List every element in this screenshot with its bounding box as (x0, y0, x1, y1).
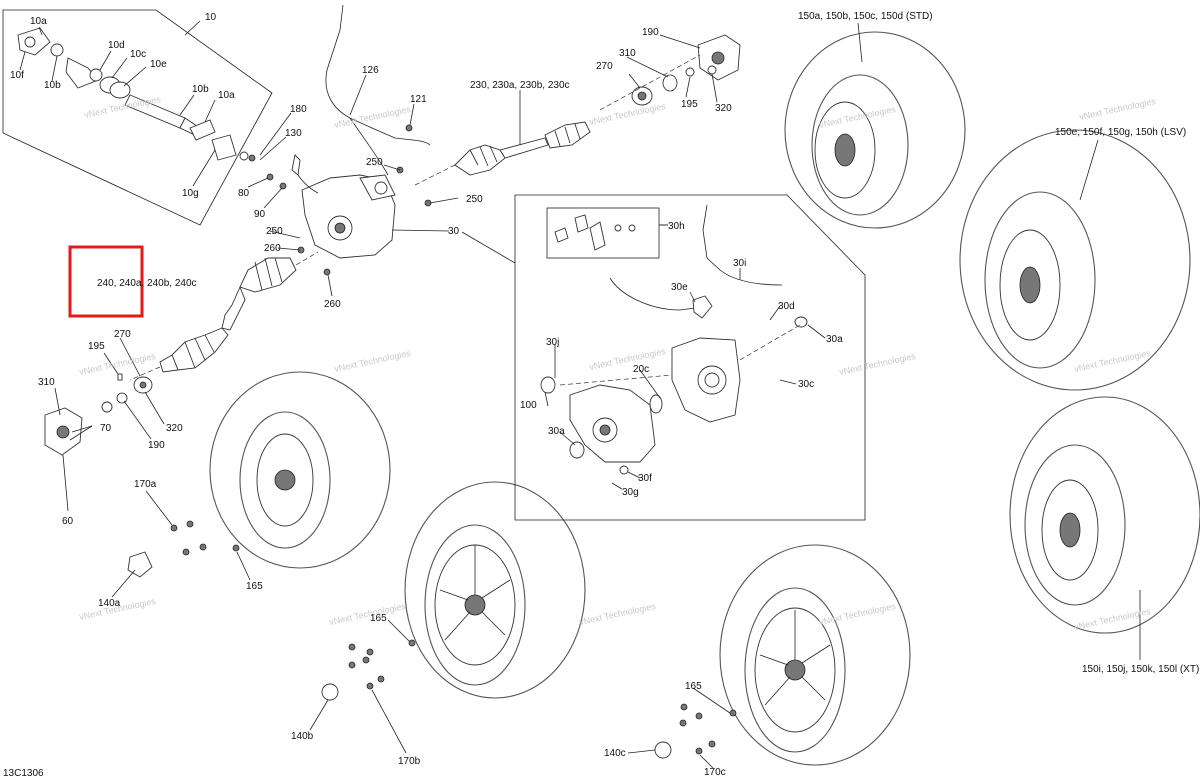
callout: 30f (638, 473, 652, 484)
callout: 150a, 150b, 150c, 150d (STD) (798, 11, 933, 22)
callout: 150i, 150j, 150k, 150l (XT) (1082, 664, 1199, 675)
callout: 195 (681, 99, 698, 110)
callout: 80 (238, 188, 250, 199)
callout: 190 (642, 27, 659, 38)
watermark: vNext Technologies (588, 101, 667, 127)
callout: 140c (604, 748, 626, 759)
callout: 250 (266, 226, 283, 237)
callout: 30c (798, 379, 814, 390)
wheel-lsv (959, 129, 1191, 391)
callout: 10 (205, 12, 217, 23)
driveshaft-240 (129, 251, 319, 381)
wheel-rear-center (719, 544, 911, 766)
wheel-front-left (209, 371, 391, 569)
callout: 170c (704, 767, 726, 778)
hub-parts-left (44, 373, 153, 456)
callout: 270 (114, 329, 131, 340)
callout: 126 (362, 65, 379, 76)
callout: 30a (548, 426, 565, 437)
callout: 30a (826, 334, 843, 345)
inset-rear-differential-box (514, 194, 866, 521)
shift-fork-parts (554, 214, 636, 251)
callout: 320 (715, 103, 732, 114)
callout: 310 (619, 48, 636, 59)
callout: 230, 230a, 230b, 230c (470, 80, 570, 91)
callout: 250 (466, 194, 483, 205)
wheel-xt (1009, 396, 1200, 634)
watermark: vNext Technologies (1078, 96, 1157, 122)
highlight-box (68, 245, 144, 318)
callout: 30j (546, 337, 559, 348)
callout: 30 (448, 226, 460, 237)
callout: 121 (410, 94, 427, 105)
callout: 70 (100, 423, 112, 434)
callout: 195 (88, 341, 105, 352)
callout: 10b (192, 84, 209, 95)
callout: 190 (148, 440, 165, 451)
callout: 165 (246, 581, 263, 592)
callout: 250 (366, 157, 383, 168)
inset-driveshaft-box (2, 9, 273, 226)
watermark: vNext Technologies (578, 601, 657, 627)
callout: 270 (596, 61, 613, 72)
watermark: vNext Technologies (838, 351, 917, 377)
callout: 10a (218, 90, 235, 101)
callout: 140a (98, 598, 121, 609)
driveshaft-230 (414, 121, 591, 186)
callout: 150e, 150f, 150g, 150h (LSV) (1055, 127, 1186, 138)
callout: 10f (10, 70, 24, 81)
callout: 30i (733, 258, 746, 269)
callout: 170a (134, 479, 157, 490)
wheel-front-center (404, 481, 586, 699)
watermark: vNext Technologies (328, 601, 407, 627)
leader-lines (19, 22, 1141, 769)
callout: 180 (290, 104, 307, 115)
diagram-code: 13C1306 (3, 768, 44, 779)
hub-parts-top (599, 34, 741, 111)
callout: 310 (38, 377, 55, 388)
front-differential (291, 154, 396, 259)
callout: 10g (182, 188, 199, 199)
watermark: vNext Technologies (333, 104, 412, 130)
callout: 30h (668, 221, 685, 232)
callout: 260 (264, 243, 281, 254)
callout: 130 (285, 128, 302, 139)
callout: 30e (671, 282, 688, 293)
callout-highlighted: 240, 240a, 240b, 240c (97, 278, 197, 289)
fasteners (127, 124, 737, 759)
callout: 165 (685, 681, 702, 692)
callout: 10a (30, 16, 47, 27)
callout: 170b (398, 756, 421, 767)
wheel-std (784, 31, 966, 229)
callout: 140b (291, 731, 314, 742)
callout: 30g (622, 487, 639, 498)
watermark: vNext Technologies (588, 346, 667, 372)
callout: 30d (778, 301, 795, 312)
callout: 20c (633, 364, 649, 375)
callout: 10e (150, 59, 167, 70)
yoke-part (17, 27, 51, 56)
callout: 100 (520, 400, 537, 411)
callout: 10c (130, 49, 146, 60)
callout: 60 (62, 516, 74, 527)
callout: 10b (44, 80, 61, 91)
callout: 90 (254, 209, 266, 220)
callout: 10d (108, 40, 125, 51)
callout: 165 (370, 613, 387, 624)
watermark: vNext Technologies (333, 348, 412, 374)
callout: 320 (166, 423, 183, 434)
callout: 260 (324, 299, 341, 310)
callout-labels: 10 10a 10f 10b 10d 10c 10e 10b 10a 10g 1… (3, 11, 1199, 779)
